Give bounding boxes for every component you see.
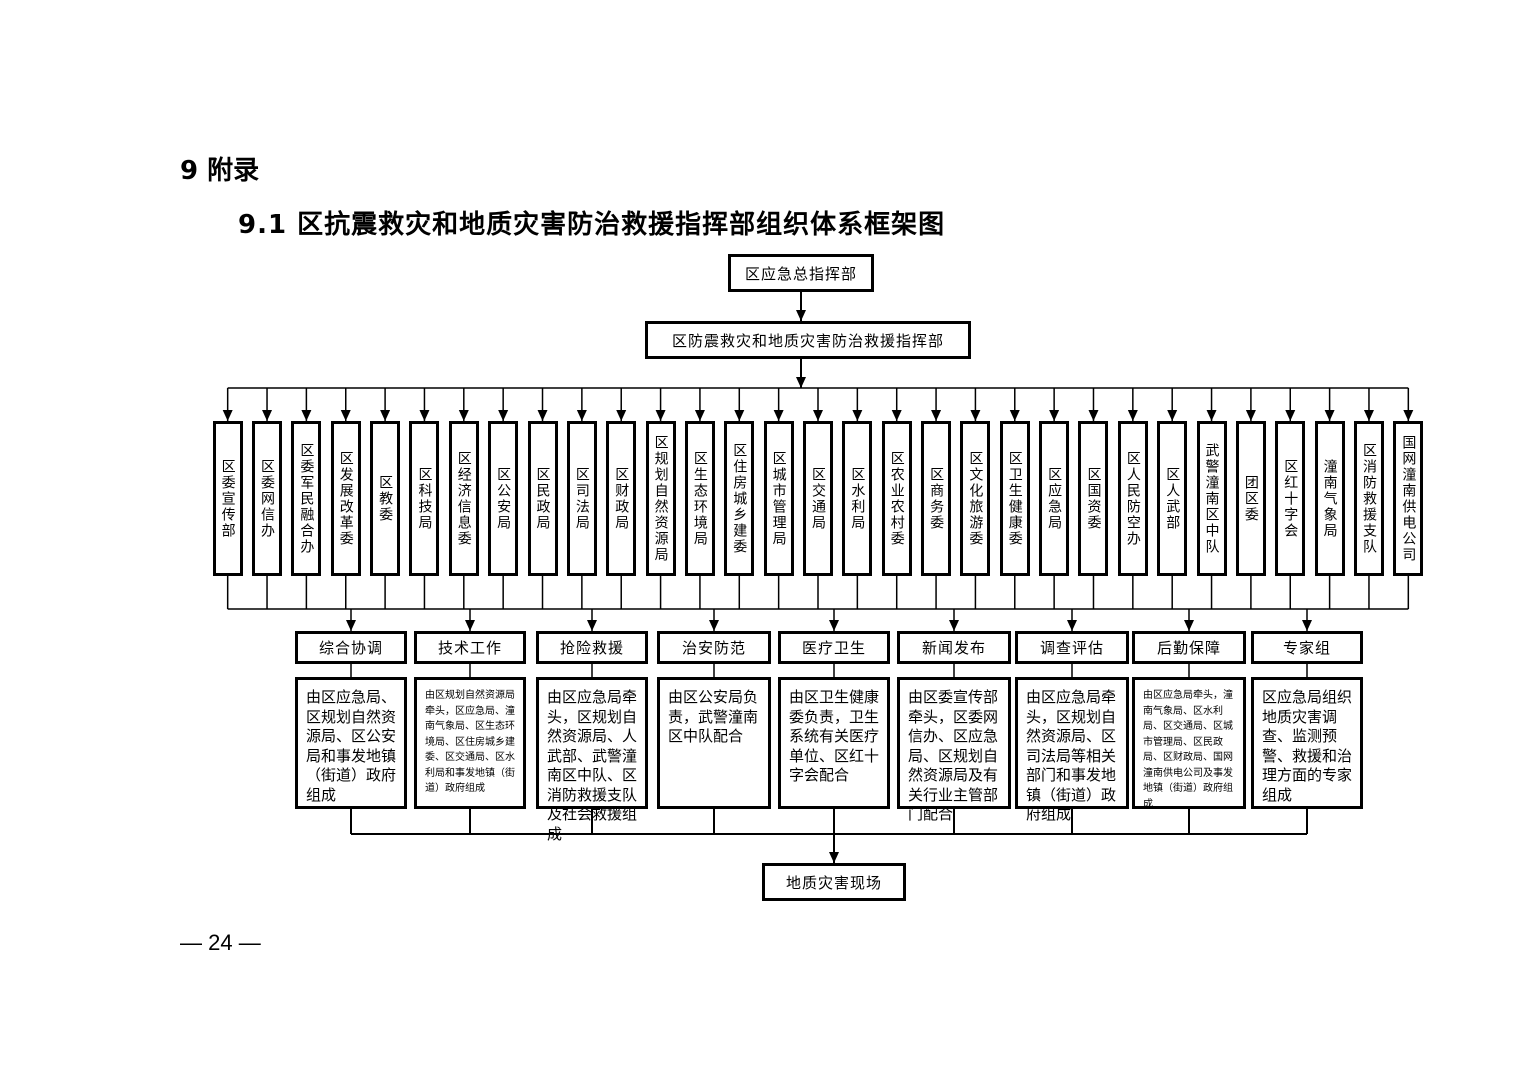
arrow-head (419, 410, 430, 421)
department-box: 区国资委 (1078, 421, 1109, 576)
page-number: — 24 — (180, 930, 261, 955)
arrow-head (655, 410, 666, 421)
department-box: 区交通局 (803, 421, 833, 576)
work-group-description: 由区应急局、区规划自然资源局、区公安局和事发地镇（街道）政府组成 (295, 677, 407, 809)
department-box: 区商务委 (921, 421, 952, 576)
department-box: 区教委 (370, 421, 401, 576)
arrow-head (829, 620, 839, 631)
work-group-title: 抢险救援 (536, 631, 648, 664)
arrow-head (1302, 620, 1312, 631)
disaster-site-box: 地质灾害现场 (762, 863, 906, 901)
arrow-head (796, 310, 806, 321)
department-box: 区城市管理局 (763, 421, 794, 576)
arrow-head (734, 410, 745, 421)
work-group-title: 医疗卫生 (778, 631, 890, 664)
arrow-head (709, 620, 719, 631)
department-box: 区经济信息委 (448, 421, 479, 576)
department-box: 区文化旅游委 (960, 421, 991, 576)
arrow-head (852, 410, 863, 421)
work-group-title: 新闻发布 (897, 631, 1011, 664)
department-box: 区科技局 (409, 421, 440, 576)
arrow-head (616, 410, 627, 421)
work-group-title: 调查评估 (1015, 631, 1129, 664)
department-box: 区人武部 (1157, 421, 1188, 576)
arrow-head (970, 410, 981, 421)
department-box: 区生态环境局 (684, 421, 715, 576)
department-box: 区应急局 (1039, 421, 1070, 576)
arrow-head (829, 852, 839, 863)
arrow-head (465, 620, 475, 631)
arrow-head (1403, 410, 1414, 421)
arrow-head (694, 410, 705, 421)
department-box: 区司法局 (566, 421, 597, 576)
arrow-head (773, 410, 784, 421)
arrow-head (1088, 410, 1099, 421)
arrow-head (1206, 410, 1217, 421)
department-box: 区卫生健康委 (999, 421, 1030, 576)
work-group-description: 由区应急局牵头，潼南气象局、区水利局、区交通局、区城市管理局、区民政局、区财政局… (1132, 677, 1246, 810)
department-box: 区财政局 (606, 421, 637, 576)
department-box: 区民政局 (527, 421, 558, 576)
arrow-head (1363, 410, 1374, 421)
arrow-head (949, 620, 959, 631)
department-box: 区委宣传部 (212, 421, 243, 576)
department-box: 国网潼南供电公司 (1393, 421, 1424, 576)
arrow-head (576, 410, 587, 421)
department-box: 区消防救援支队 (1353, 421, 1384, 576)
department-box: 武警潼南区中队 (1196, 421, 1227, 576)
arrow-head (1009, 410, 1020, 421)
arrow-head (587, 620, 597, 631)
department-box: 区水利局 (842, 421, 873, 576)
work-group-description: 区应急局组织地质灾害调查、监测预警、救援和治理方面的专家组成 (1251, 677, 1363, 809)
arrow-head (222, 410, 233, 421)
arrow-head (1067, 620, 1077, 631)
arrow-head (1184, 620, 1194, 631)
arrow-head (380, 410, 391, 421)
section-heading: 9 附录 (180, 156, 260, 186)
department-box: 区人民防空办 (1117, 421, 1148, 576)
arrow-head (346, 620, 356, 631)
arrow-head (891, 410, 902, 421)
department-box: 区农业农村委 (881, 421, 912, 576)
arrow-head (931, 410, 942, 421)
arrow-head (1127, 410, 1138, 421)
work-group-description: 由区应急局牵头，区规划自然资源局、人武部、武警潼南区中队、区消防救援支队及社会救… (536, 677, 648, 843)
department-box: 区委军民融合办 (291, 421, 322, 576)
department-box: 团区委 (1235, 421, 1266, 576)
arrow-head (796, 377, 806, 388)
work-group-title: 技术工作 (414, 631, 526, 664)
work-group-title: 专家组 (1251, 631, 1363, 664)
arrow-head (262, 410, 273, 421)
work-group-description: 由区应急局牵头，区规划自然资源局、区司法局等相关部门和事发地镇（街道）政府组成 (1015, 677, 1129, 823)
work-group-description: 由区卫生健康委负责，卫生系统有关医疗单位、区红十字会配合 (778, 677, 890, 809)
work-group-description: 由区公安局负责，武警潼南区中队配合 (657, 677, 771, 809)
diagram-title: 9.1 区抗震救灾和地质灾害防治救援指挥部组织体系框架图 (238, 210, 946, 240)
arrow-head (813, 410, 823, 421)
arrow-head (1324, 410, 1335, 421)
work-group-title: 综合协调 (295, 631, 407, 664)
work-group-description: 由区委宣传部牵头，区委网信办、区应急局、区规划自然资源局及有关行业主管部门配合 (897, 677, 1011, 823)
department-box: 区发展改革委 (330, 421, 361, 576)
department-box: 区规划自然资源局 (645, 421, 676, 576)
department-box: 区公安局 (488, 421, 519, 576)
arrow-head (1285, 410, 1296, 421)
work-group-title: 后勤保障 (1132, 631, 1246, 664)
arrow-head (498, 410, 509, 421)
arrow-head (537, 410, 548, 421)
arrow-head (1049, 410, 1060, 421)
earthquake-command-box: 区防震救灾和地质灾害防治救援指挥部 (645, 321, 971, 359)
arrow-head (1245, 410, 1256, 421)
arrow-head (340, 410, 351, 421)
arrow-head (301, 410, 312, 421)
arrow-head (458, 410, 469, 421)
arrow-head (1167, 410, 1178, 421)
work-group-title: 治安防范 (657, 631, 771, 664)
department-box: 区红十字会 (1275, 421, 1306, 576)
department-box: 潼南气象局 (1314, 421, 1345, 576)
general-command-box: 区应急总指挥部 (728, 254, 874, 292)
department-box: 区委网信办 (252, 421, 283, 576)
work-group-description: 由区规划自然资源局牵头，区应急局、潼南气象局、区生态环境局、区住房城乡建委、区交… (414, 677, 526, 809)
department-box: 区住房城乡建委 (724, 421, 755, 576)
